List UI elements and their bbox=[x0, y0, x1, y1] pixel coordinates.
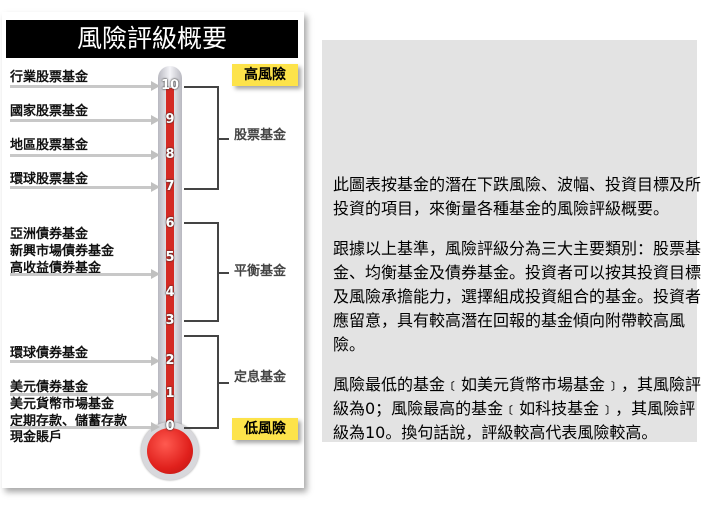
low-risk-badge: 低風險 bbox=[232, 418, 298, 440]
fund-label: 國家股票基金 bbox=[10, 104, 89, 119]
bracket-balanced bbox=[184, 222, 229, 322]
description-paragraph: 風險最低的基金﹝如美元貨幣市場基金﹞，其風險評級為0；風險最高的基金﹝如科技基金… bbox=[333, 375, 702, 442]
scale-tick-3: 3 bbox=[165, 313, 175, 328]
fund-label: 美元貨幣市場基金 bbox=[10, 397, 115, 412]
fund-arrow bbox=[10, 81, 160, 91]
fund-arrow bbox=[10, 356, 160, 366]
fund-arrow bbox=[10, 269, 160, 279]
category-equity: 股票基金 bbox=[234, 128, 287, 143]
fund-arrow bbox=[10, 422, 160, 432]
description-paragraph: 此圖表按基金的潛在下跌風險、波幅、投資目標及所投資的項目，來衡量各種基金的風險評… bbox=[333, 175, 702, 218]
fund-label: 亞洲債券基金 bbox=[10, 227, 89, 242]
chart-card bbox=[2, 12, 304, 488]
scale-tick-8: 8 bbox=[165, 147, 175, 162]
fund-arrow bbox=[10, 182, 160, 192]
fund-label: 地區股票基金 bbox=[10, 138, 89, 153]
category-fixed-income: 定息基金 bbox=[234, 370, 287, 385]
category-balanced: 平衡基金 bbox=[234, 264, 287, 279]
thermometer-mercury bbox=[166, 88, 174, 433]
bracket-fixed-income bbox=[184, 335, 229, 429]
fund-arrow bbox=[10, 115, 160, 125]
fund-label: 定期存款、儲蓄存款 bbox=[10, 414, 128, 429]
scale-tick-6: 6 bbox=[165, 216, 175, 231]
chart-title: 風險評級概要 bbox=[6, 20, 298, 58]
fund-label: 環球股票基金 bbox=[10, 172, 89, 187]
fund-label: 新興市場債券基金 bbox=[10, 244, 115, 259]
scale-tick-1: 1 bbox=[165, 386, 175, 401]
high-risk-badge: 高風險 bbox=[232, 64, 298, 86]
fund-label: 高收益債券基金 bbox=[10, 261, 102, 276]
description-paragraph: 跟據以上基準，風險評級分為三大主要類別：股票基金、均衡基金及債券基金。投資者可以… bbox=[333, 239, 702, 354]
scale-tick-10: 10 bbox=[160, 78, 180, 93]
description-panel bbox=[322, 40, 697, 442]
fund-arrow bbox=[10, 389, 160, 399]
fund-label: 現金賬戶 bbox=[10, 430, 63, 445]
scale-tick-2: 2 bbox=[165, 353, 175, 368]
scale-tick-4: 4 bbox=[165, 285, 175, 300]
scale-tick-0: 0 bbox=[165, 419, 175, 434]
scale-tick-5: 5 bbox=[165, 250, 175, 265]
fund-label: 美元債券基金 bbox=[10, 380, 89, 395]
fund-arrow bbox=[10, 150, 160, 160]
thermometer-bulb bbox=[141, 422, 199, 480]
scale-tick-7: 7 bbox=[165, 179, 175, 194]
bracket-equity bbox=[184, 86, 229, 190]
fund-label: 行業股票基金 bbox=[10, 70, 89, 85]
fund-label: 環球債券基金 bbox=[10, 346, 89, 361]
scale-tick-9: 9 bbox=[165, 112, 175, 127]
